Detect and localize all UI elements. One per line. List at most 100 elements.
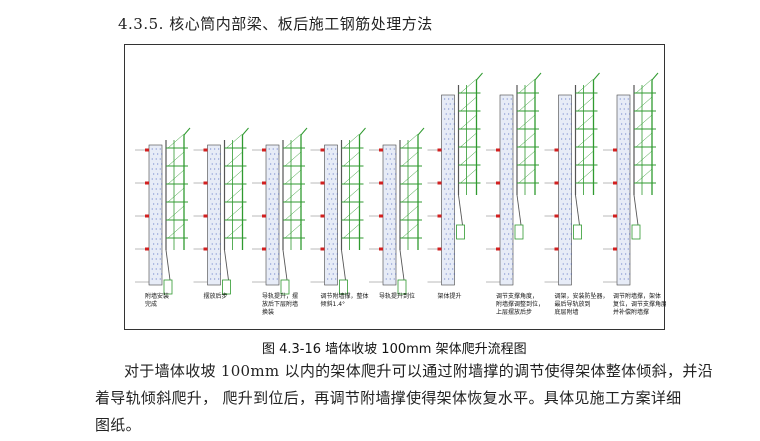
wall-dot: [332, 263, 334, 265]
wall-dot: [210, 188, 212, 190]
wall-dot: [155, 248, 157, 250]
wall-dot: [270, 273, 272, 275]
wall-dot: [159, 278, 161, 280]
wall-dot: [623, 198, 625, 200]
wall-dot: [506, 148, 508, 150]
wall-dot: [328, 173, 330, 175]
scaffold-brace: [635, 114, 653, 130]
wall-dot: [629, 263, 631, 265]
wall-dot: [452, 198, 454, 200]
wall-dot: [270, 233, 272, 235]
wall-dot: [619, 258, 621, 260]
climb-step-2: 摆放后步: [193, 127, 249, 300]
wall-dot: [565, 258, 567, 260]
climbing-unit: [222, 279, 231, 295]
wall-dot: [389, 158, 391, 160]
wall-dot: [391, 233, 393, 235]
wall-dot: [444, 248, 446, 250]
wall-dot: [332, 233, 334, 235]
wall-dot: [274, 253, 276, 255]
wall-dot: [504, 263, 506, 265]
wall-dot: [448, 148, 450, 150]
scaffold-brace: [518, 114, 536, 130]
wall-dot: [627, 128, 629, 130]
wall-dot: [510, 188, 512, 190]
wall-dot: [215, 223, 217, 225]
hydraulic-link: [282, 249, 288, 281]
wall-dot: [562, 103, 564, 105]
wall-dot: [621, 133, 623, 135]
wall-dot: [512, 213, 514, 215]
wall-dot: [211, 213, 213, 215]
wall-dot: [449, 113, 451, 115]
wall-dot: [619, 98, 621, 100]
wall-dot: [151, 178, 153, 180]
wall-dot: [504, 183, 506, 185]
wall-dot: [506, 218, 508, 220]
wall-dot: [623, 238, 625, 240]
wall-dot: [562, 133, 564, 135]
anchor-point: [203, 247, 208, 251]
wall-dot: [276, 258, 278, 260]
wall-dot: [157, 263, 159, 265]
wall-dot: [444, 268, 446, 270]
wall-dot: [625, 193, 627, 195]
wall-dot: [218, 258, 220, 260]
wall-dot: [393, 258, 395, 260]
wall-dot: [161, 253, 163, 255]
wall-dot: [452, 278, 454, 280]
wall-dot: [210, 148, 212, 150]
wall-dot: [395, 173, 397, 175]
wall-dot: [453, 243, 455, 245]
wall-dot: [272, 188, 274, 190]
anchor-point: [613, 148, 617, 152]
step-label-line: 架体提升: [438, 292, 462, 300]
wall-dot: [268, 258, 270, 260]
wall-dot: [506, 278, 508, 280]
wall-dot: [565, 118, 567, 120]
wall-dot: [627, 218, 629, 220]
wall-dot: [512, 173, 514, 175]
wall-dot: [453, 123, 455, 125]
wall-dot: [629, 123, 631, 125]
wall-dot: [393, 168, 395, 170]
wall-dot: [210, 218, 212, 220]
wall-dot: [268, 218, 270, 220]
wall-dot: [629, 253, 631, 255]
wall-dot: [512, 243, 514, 245]
wall-dot: [625, 203, 627, 205]
wall-dot: [331, 198, 333, 200]
wall-dot: [453, 183, 455, 185]
wall-dot: [385, 268, 387, 270]
scaffold-brace: [167, 133, 185, 149]
wall-dot: [215, 273, 217, 275]
wall-dot: [327, 168, 329, 170]
wall-dot: [389, 278, 391, 280]
step-label-line: 底层附墙: [555, 308, 579, 316]
hydraulic-link: [341, 249, 346, 281]
wall-dot: [153, 273, 155, 275]
wall-dot: [270, 223, 272, 225]
wall-dot: [274, 183, 276, 185]
wall-dot: [502, 228, 504, 230]
wall-dot: [336, 213, 338, 215]
scaffold-brace: [226, 205, 243, 221]
wall-dot: [452, 248, 454, 250]
anchor-point: [437, 148, 442, 152]
wall-dot: [268, 268, 270, 270]
hydraulic-link: [458, 194, 463, 226]
step-label-line: 摆放后步: [204, 292, 228, 300]
wall-dot: [623, 168, 625, 170]
wall-dot: [389, 258, 391, 260]
wall-dot: [153, 173, 155, 175]
wall-dot: [215, 163, 217, 165]
wall-dot: [453, 153, 455, 155]
step-label-line: 导轨提升，摆: [262, 292, 298, 300]
wall-dot: [512, 123, 514, 125]
scaffold-brace: [518, 132, 536, 148]
wall-dot: [625, 223, 627, 225]
wall-dot: [393, 228, 395, 230]
wall-dot: [214, 258, 216, 260]
wall-dot: [621, 143, 623, 145]
guard-rail: [183, 127, 191, 136]
